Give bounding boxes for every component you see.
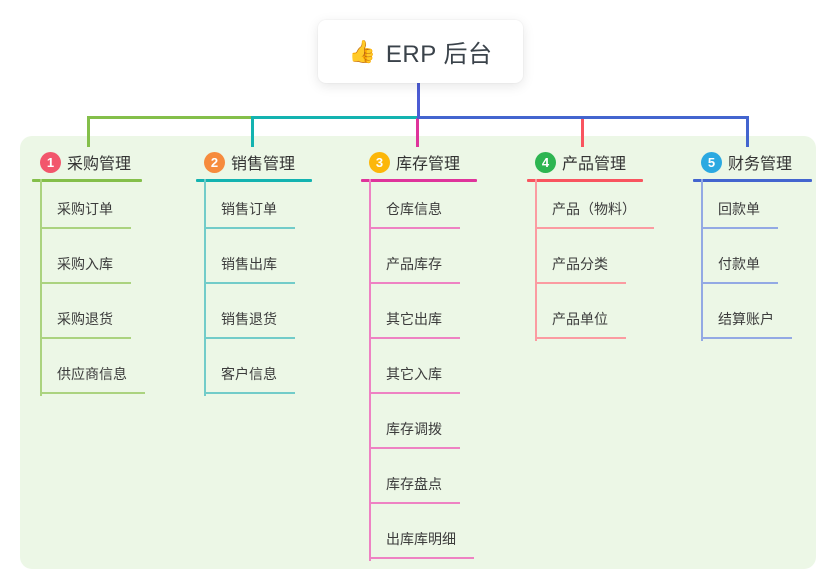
branches-background-panel <box>20 136 816 569</box>
branch-title-product[interactable]: 4 产品管理 <box>527 148 654 176</box>
branch-children: 采购订单采购入库采购退货供应商信息 <box>40 182 145 394</box>
branch-title-underline <box>693 179 812 182</box>
branch-number-badge: 1 <box>40 151 61 173</box>
branch-sales: 2 销售管理销售订单销售出库销售退货客户信息 <box>196 148 312 396</box>
child-item-sales-3[interactable]: 客户信息 <box>204 364 295 394</box>
branch-child-connector <box>535 179 537 341</box>
branch-title-sales[interactable]: 2 销售管理 <box>196 148 312 176</box>
child-item-product-1[interactable]: 产品分类 <box>535 254 626 284</box>
branch-title-finance[interactable]: 5 财务管理 <box>693 148 812 176</box>
child-item-inventory-5[interactable]: 库存盘点 <box>369 474 460 504</box>
child-row: 销售订单 <box>204 182 312 229</box>
branch-child-connector <box>369 179 371 561</box>
branch-title-label: 产品管理 <box>562 156 627 173</box>
child-item-product-2[interactable]: 产品单位 <box>535 309 626 339</box>
child-row: 采购订单 <box>40 182 145 229</box>
thumbs-up-icon: 👍 <box>348 38 376 64</box>
child-row: 产品单位 <box>535 284 654 339</box>
branch-number-badge: 3 <box>369 151 390 173</box>
branch-title-inventory[interactable]: 3 库存管理 <box>361 148 477 176</box>
child-row: 其它出库 <box>369 284 477 339</box>
child-row: 销售退货 <box>204 284 312 339</box>
branch-child-connector <box>204 179 206 396</box>
child-row: 销售出库 <box>204 229 312 284</box>
connector-sales-horizontal <box>251 116 420 119</box>
branch-product: 4 产品管理产品（物料） 产品分类产品单位 <box>527 148 654 341</box>
branch-inventory: 3 库存管理仓库信息产品库存其它出库其它入库库存调拨库存盘点出库库明细 <box>361 148 477 561</box>
child-row: 付款单 <box>701 229 812 284</box>
child-row: 回款单 <box>701 182 812 229</box>
root-node-erp[interactable]: 👍 ERP 后台 <box>318 20 523 83</box>
child-item-inventory-4[interactable]: 库存调拨 <box>369 419 460 449</box>
child-item-purchase-0[interactable]: 采购订单 <box>40 199 131 229</box>
branch-title-underline <box>361 179 477 182</box>
child-item-inventory-6[interactable]: 出库库明细 <box>369 529 474 559</box>
child-item-sales-0[interactable]: 销售订单 <box>204 199 295 229</box>
connector-product-elbow <box>581 118 584 147</box>
child-item-sales-2[interactable]: 销售退货 <box>204 309 295 339</box>
child-row: 库存盘点 <box>369 449 477 504</box>
child-item-inventory-1[interactable]: 产品库存 <box>369 254 460 284</box>
root-node-label: ERP 后台 <box>385 41 493 68</box>
connector-purchase-horizontal <box>87 116 254 119</box>
branch-number-badge: 5 <box>701 151 722 173</box>
branch-number-badge: 2 <box>204 151 225 173</box>
child-item-finance-2[interactable]: 结算账户 <box>701 309 792 339</box>
branch-title-label: 销售管理 <box>231 156 296 173</box>
connector-purchase-elbow <box>87 116 90 147</box>
child-row: 客户信息 <box>204 339 312 394</box>
branch-title-underline <box>32 179 142 182</box>
branch-number-badge: 4 <box>535 151 556 173</box>
child-item-finance-1[interactable]: 付款单 <box>701 254 778 284</box>
branch-children: 产品（物料） 产品分类产品单位 <box>535 182 654 339</box>
child-item-purchase-1[interactable]: 采购入库 <box>40 254 131 284</box>
connector-inventory-elbow <box>416 118 419 147</box>
branch-title-underline <box>527 179 643 182</box>
child-item-purchase-2[interactable]: 采购退货 <box>40 309 131 339</box>
branch-children: 回款单付款单结算账户 <box>701 182 812 339</box>
child-item-finance-0[interactable]: 回款单 <box>701 199 778 229</box>
branch-title-label: 库存管理 <box>396 156 461 173</box>
branch-title-underline <box>196 179 312 182</box>
child-item-inventory-2[interactable]: 其它出库 <box>369 309 460 339</box>
connector-sales-elbow <box>251 116 254 147</box>
branch-title-label: 采购管理 <box>67 156 132 173</box>
connector-finance-horizontal <box>417 116 749 119</box>
child-row: 结算账户 <box>701 284 812 339</box>
branch-title-purchase[interactable]: 1 采购管理 <box>32 148 145 176</box>
child-item-product-0[interactable]: 产品（物料） <box>535 199 654 229</box>
connector-finance-elbow <box>746 116 749 147</box>
child-row: 仓库信息 <box>369 182 477 229</box>
child-row: 采购入库 <box>40 229 145 284</box>
child-row: 供应商信息 <box>40 339 145 394</box>
child-row: 出库库明细 <box>369 504 477 559</box>
branch-child-connector <box>40 179 42 396</box>
branch-purchase: 1 采购管理采购订单采购入库采购退货供应商信息 <box>32 148 145 396</box>
child-row: 产品库存 <box>369 229 477 284</box>
child-row: 产品分类 <box>535 229 654 284</box>
connector-root-stem <box>417 83 420 119</box>
child-item-sales-1[interactable]: 销售出库 <box>204 254 295 284</box>
branch-children: 仓库信息产品库存其它出库其它入库库存调拨库存盘点出库库明细 <box>369 182 477 559</box>
child-item-inventory-0[interactable]: 仓库信息 <box>369 199 460 229</box>
child-row: 库存调拨 <box>369 394 477 449</box>
child-row: 其它入库 <box>369 339 477 394</box>
child-row: 采购退货 <box>40 284 145 339</box>
child-row: 产品（物料） <box>535 182 654 229</box>
child-item-purchase-3[interactable]: 供应商信息 <box>40 364 145 394</box>
child-item-inventory-3[interactable]: 其它入库 <box>369 364 460 394</box>
branch-children: 销售订单销售出库销售退货客户信息 <box>204 182 312 394</box>
branch-finance: 5 财务管理回款单付款单结算账户 <box>693 148 812 341</box>
branch-child-connector <box>701 179 703 341</box>
branch-title-label: 财务管理 <box>728 156 793 173</box>
